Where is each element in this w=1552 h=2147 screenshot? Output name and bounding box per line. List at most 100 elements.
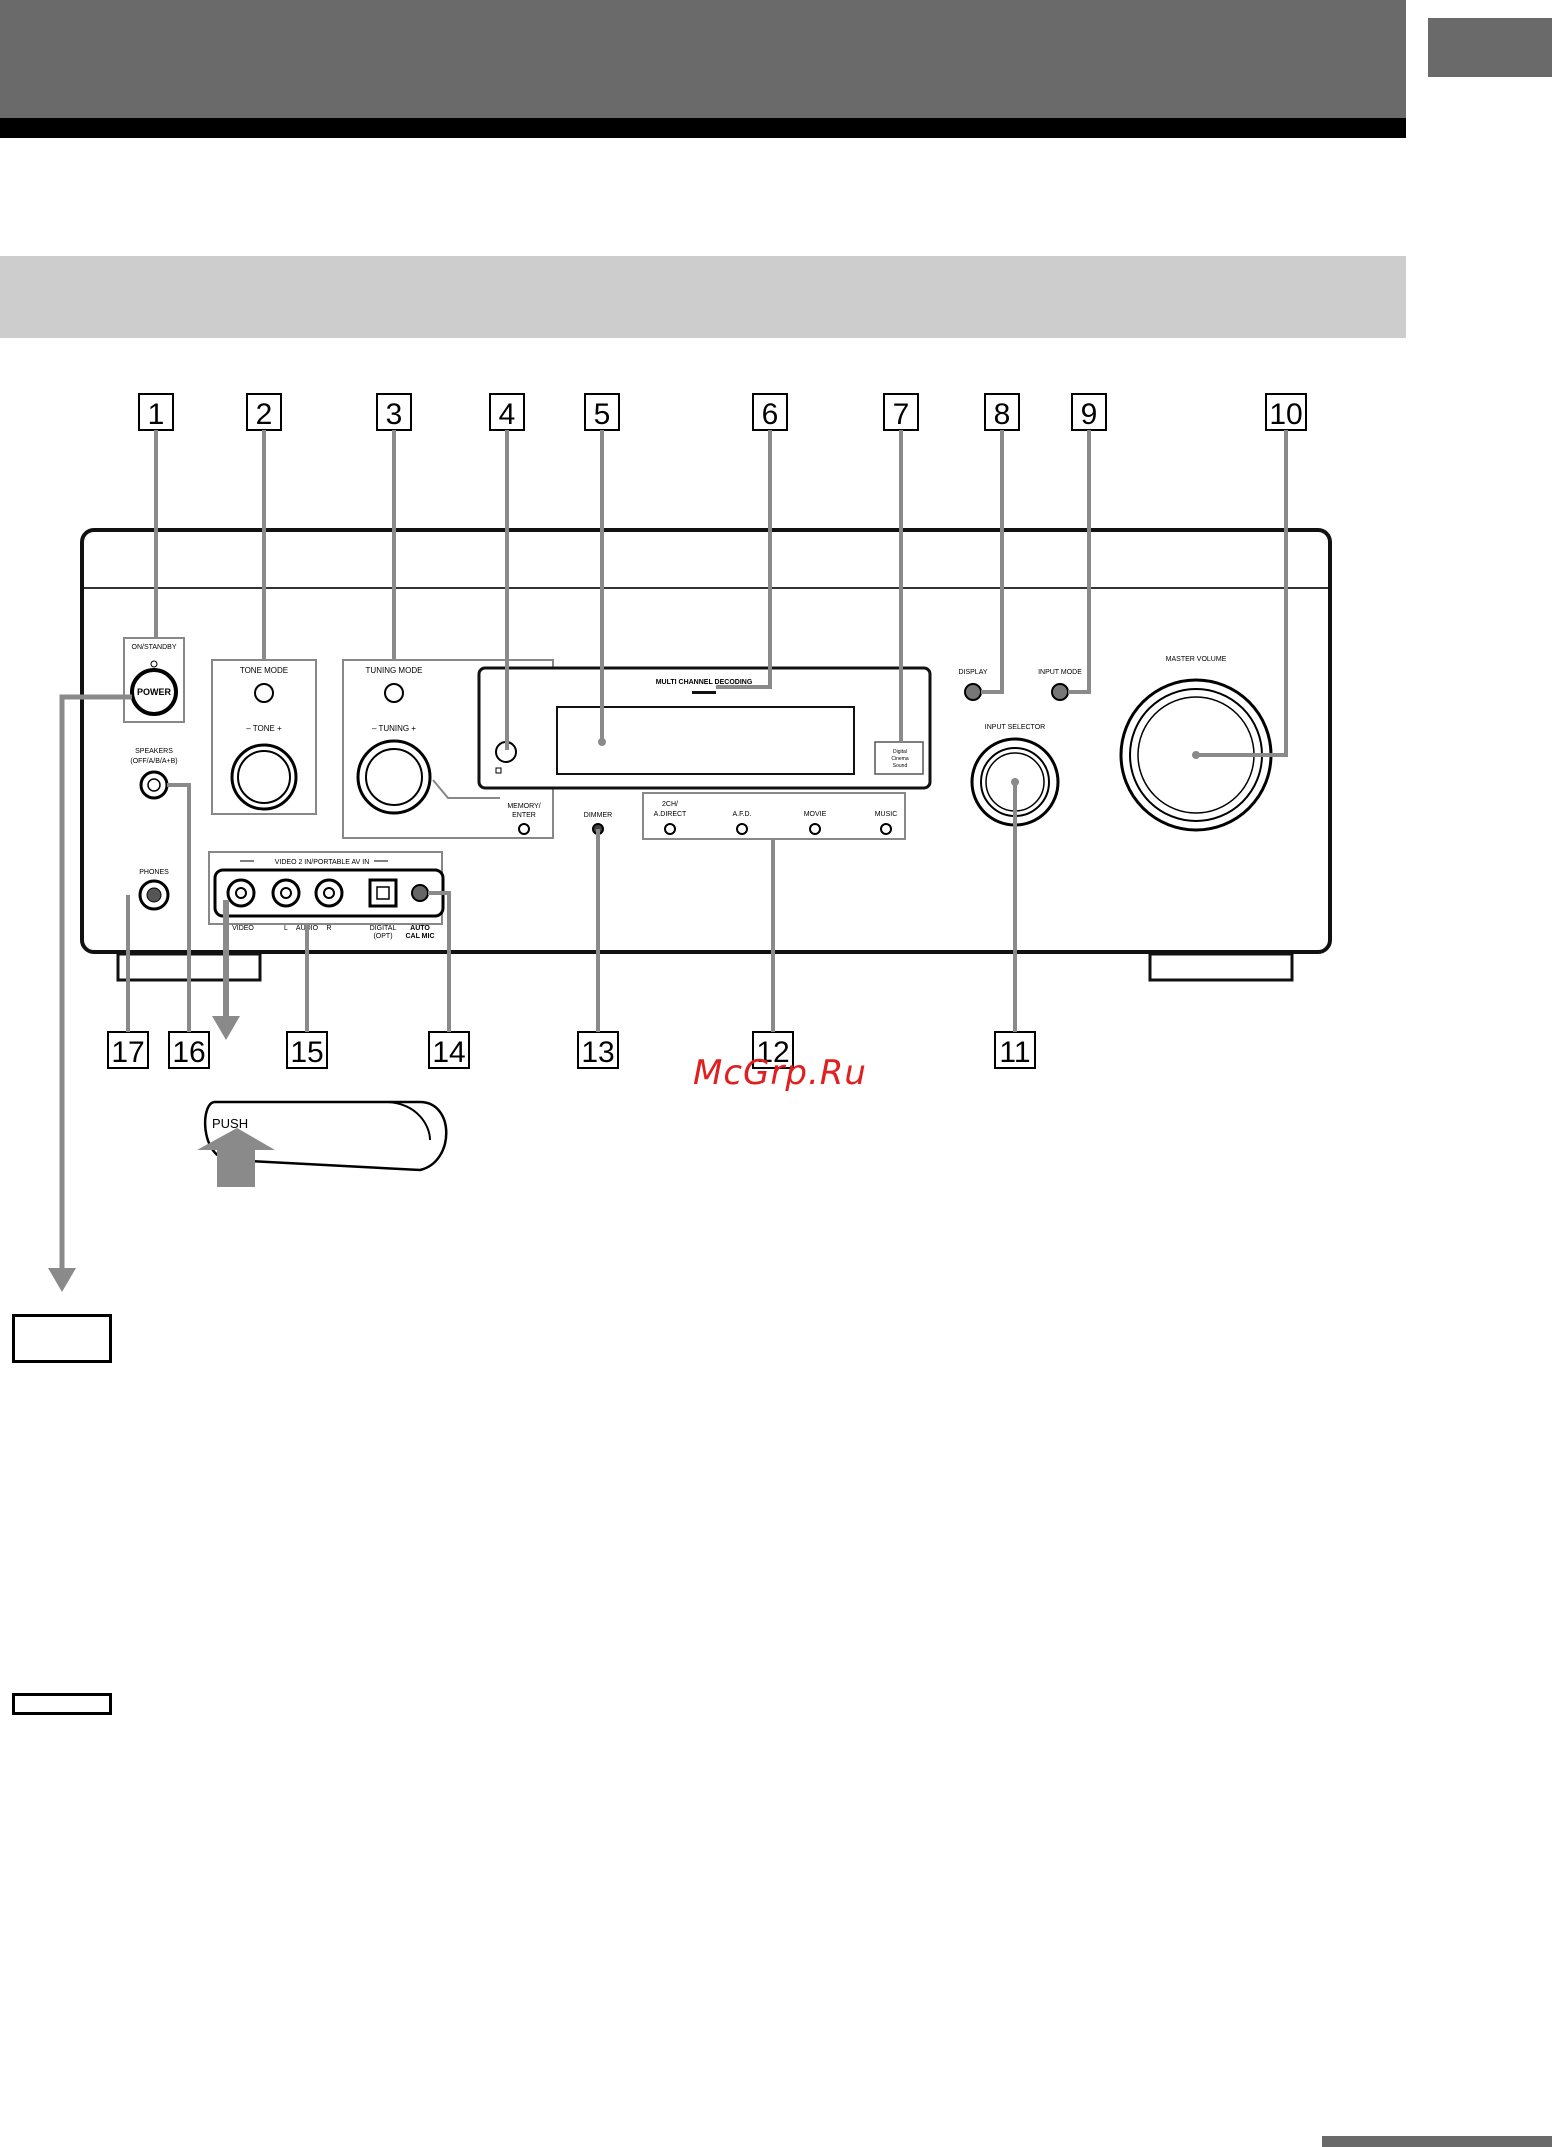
display-button[interactable] xyxy=(964,683,982,701)
footer-bar xyxy=(1322,2136,1552,2147)
svg-text:MEMORY/: MEMORY/ xyxy=(507,803,540,810)
svg-text:(OFF/A/B/A+B): (OFF/A/B/A+B) xyxy=(130,758,177,765)
callout-12: 12 xyxy=(752,1031,794,1069)
header-rule xyxy=(0,118,1406,138)
push-label: PUSH xyxy=(212,1116,248,1131)
svg-text:INPUT SELECTOR: INPUT SELECTOR xyxy=(985,724,1045,731)
push-tab xyxy=(204,1100,448,1172)
svg-text:R: R xyxy=(326,925,331,932)
callout-10: 10 xyxy=(1265,393,1307,431)
input-mode-button[interactable] xyxy=(1051,683,1069,701)
svg-text:1: 1 xyxy=(148,398,165,431)
header-bar xyxy=(0,0,1406,118)
audio-l-in-jack[interactable] xyxy=(271,878,301,908)
callout-3: 3 xyxy=(376,393,412,431)
svg-text:(OPT): (OPT) xyxy=(373,933,392,940)
svg-text:L: L xyxy=(284,925,288,932)
svg-text:A.F.D.: A.F.D. xyxy=(732,811,751,818)
callout-15: 15 xyxy=(286,1031,328,1069)
svg-text:MASTER VOLUME: MASTER VOLUME xyxy=(1166,656,1227,663)
svg-text:10: 10 xyxy=(1269,398,1302,431)
svg-text:VIDEO: VIDEO xyxy=(232,925,254,932)
callout-1: 1 xyxy=(138,393,174,431)
svg-text:INPUT MODE: INPUT MODE xyxy=(1038,669,1082,676)
video-in-jack[interactable] xyxy=(226,878,256,908)
auto-cal-mic-jack[interactable] xyxy=(411,884,429,902)
svg-text:VIDEO 2 IN/PORTABLE AV IN: VIDEO 2 IN/PORTABLE AV IN xyxy=(275,859,370,866)
svg-text:– TUNING +: – TUNING + xyxy=(372,724,416,733)
svg-text:SPEAKERS: SPEAKERS xyxy=(135,748,173,755)
side-tab xyxy=(1428,18,1552,77)
2ch-a-direct-button[interactable] xyxy=(664,823,676,835)
svg-text:9: 9 xyxy=(1081,398,1098,431)
svg-text:DIMMER: DIMMER xyxy=(584,812,612,819)
power-arrow-head xyxy=(48,1268,76,1292)
callout-16: 16 xyxy=(168,1031,210,1069)
svg-text:Sound: Sound xyxy=(893,763,908,769)
leader-lines xyxy=(126,430,1288,1032)
svg-text:16: 16 xyxy=(172,1036,205,1069)
svg-text:3: 3 xyxy=(386,398,403,431)
callout-9: 9 xyxy=(1071,393,1107,431)
svg-text:8: 8 xyxy=(994,398,1011,431)
svg-text:5: 5 xyxy=(594,398,611,431)
callout-13: 13 xyxy=(577,1031,619,1069)
movie-button[interactable] xyxy=(809,823,821,835)
svg-text:Digital: Digital xyxy=(893,749,907,755)
callouts-bottom: 17 16 15 14 13 12 11 xyxy=(107,1031,1036,1069)
afd-button[interactable] xyxy=(736,823,748,835)
callout-7: 7 xyxy=(883,393,919,431)
svg-text:MUSIC: MUSIC xyxy=(875,811,898,818)
svg-text:TUNING MODE: TUNING MODE xyxy=(366,666,423,675)
svg-text:DIGITAL: DIGITAL xyxy=(370,925,397,932)
callout-17: 17 xyxy=(107,1031,149,1069)
callout-6: 6 xyxy=(752,393,788,431)
callout-2: 2 xyxy=(246,393,282,431)
page-marker-box-2 xyxy=(12,1693,112,1715)
tone-knob[interactable] xyxy=(230,743,298,811)
optical-in-jack[interactable] xyxy=(368,878,398,908)
svg-text:2: 2 xyxy=(256,398,273,431)
svg-text:DISPLAY: DISPLAY xyxy=(958,669,987,676)
svg-text:Cinema: Cinema xyxy=(891,756,908,762)
svg-text:A.DIRECT: A.DIRECT xyxy=(654,811,687,818)
callouts-top: 1 2 3 4 5 6 7 8 9 10 xyxy=(138,393,1307,431)
section-band xyxy=(0,256,1406,338)
svg-text:6: 6 xyxy=(762,398,779,431)
push-arrow xyxy=(197,1128,275,1187)
page-marker-box-1 xyxy=(12,1314,112,1363)
svg-text:ENTER: ENTER xyxy=(512,812,536,819)
power-button[interactable] xyxy=(130,668,178,716)
svg-text:4: 4 xyxy=(499,398,516,431)
svg-text:14: 14 xyxy=(432,1036,465,1069)
svg-text:17: 17 xyxy=(111,1036,144,1069)
memory-enter-button[interactable] xyxy=(518,823,530,835)
svg-text:MOVIE: MOVIE xyxy=(804,811,827,818)
svg-text:CAL MIC: CAL MIC xyxy=(405,933,434,940)
svg-text:15: 15 xyxy=(290,1036,323,1069)
tuning-knob[interactable] xyxy=(356,739,432,815)
callout-11: 11 xyxy=(994,1031,1036,1069)
svg-text:11: 11 xyxy=(999,1036,1030,1069)
callout-14: 14 xyxy=(428,1031,470,1069)
watermark: McGrp.Ru xyxy=(693,1053,867,1093)
callout-8: 8 xyxy=(984,393,1020,431)
svg-text:2CH/: 2CH/ xyxy=(662,801,678,808)
svg-text:AUTO: AUTO xyxy=(410,925,430,932)
svg-text:13: 13 xyxy=(581,1036,614,1069)
svg-text:MULTI CHANNEL DECODING: MULTI CHANNEL DECODING xyxy=(656,679,753,686)
svg-text:POWER: POWER xyxy=(137,687,172,697)
svg-text:7: 7 xyxy=(893,398,910,431)
display-screen xyxy=(556,706,855,775)
music-button[interactable] xyxy=(880,823,892,835)
svg-text:12: 12 xyxy=(756,1036,789,1069)
audio-r-in-jack[interactable] xyxy=(314,878,344,908)
callout-4: 4 xyxy=(489,393,525,431)
power-arrow-line xyxy=(59,694,132,1272)
tuning-mode-button[interactable] xyxy=(384,683,404,703)
tone-mode-button[interactable] xyxy=(254,683,274,703)
speakers-button[interactable] xyxy=(139,770,169,800)
svg-text:– TONE +: – TONE + xyxy=(246,724,282,733)
callout-5: 5 xyxy=(584,393,620,431)
svg-text:ON/STANDBY: ON/STANDBY xyxy=(132,644,177,651)
